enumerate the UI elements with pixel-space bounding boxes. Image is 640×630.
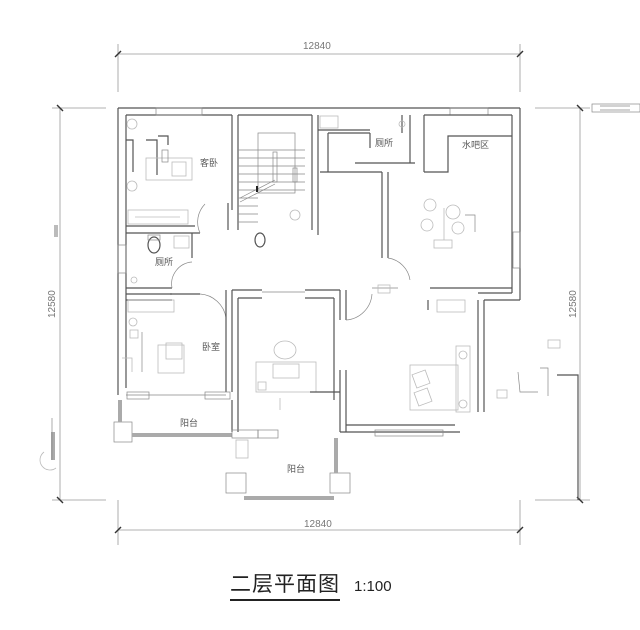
room-bathroom-top: 厕所 (318, 115, 415, 172)
drawing-title-block: 二层平面图 1:100 (230, 568, 392, 601)
dimension-top-label: 12840 (303, 41, 331, 52)
room-bedroom: 卧室 (122, 299, 227, 392)
room-label-guest-bedroom: 客卧 (200, 157, 218, 169)
room-study (237, 297, 340, 432)
stairwell (238, 114, 319, 248)
north-arrow-icon (39, 418, 57, 471)
hall-doors (170, 284, 398, 392)
dimension-left: 12580 (47, 104, 106, 504)
exterior-walls (117, 107, 521, 395)
dimension-left-label: 12580 (47, 290, 58, 318)
room-label-bedroom: 卧室 (202, 341, 220, 353)
room-label-balcony-bottom: 阳台 (287, 463, 305, 475)
room-water-bar: 水吧区 (320, 114, 512, 289)
room-label-bathroom-top: 厕所 (375, 138, 393, 149)
dimension-right: 12580 (535, 104, 590, 504)
dimension-bottom: 12840 (114, 500, 524, 545)
dimension-top: 12840 (114, 41, 524, 92)
room-label-balcony-left: 阳台 (180, 417, 198, 429)
dimension-bottom-label: 12840 (304, 519, 332, 530)
drawing-scale: 1:100 (354, 578, 392, 595)
room-label-water-bar: 水吧区 (462, 139, 489, 151)
dimension-right-label: 12580 (568, 290, 579, 318)
drawing-title: 二层平面图 (230, 568, 340, 601)
room-balcony-left: 阳台 (113, 391, 233, 443)
room-label-bathroom-left: 厕所 (155, 257, 173, 268)
exterior-window-mark (591, 103, 640, 113)
room-bathroom-left: 厕所 (126, 233, 193, 295)
room-master-bedroom (339, 299, 579, 500)
room-guest-bedroom: 客卧 (126, 115, 239, 234)
room-balcony-bottom: 阳台 (225, 429, 351, 500)
